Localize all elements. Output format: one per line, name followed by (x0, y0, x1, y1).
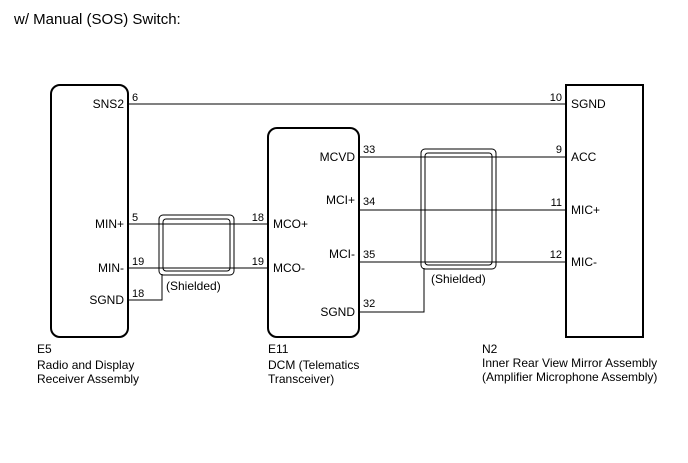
e5-component-code: E5 (37, 342, 52, 356)
e11-pin-sgnd-number: 32 (363, 298, 375, 310)
e11-pin-sgnd-label: SGND (320, 305, 355, 319)
e11-pin-mcvd-label: MCVD (320, 150, 356, 164)
e5-pin-min-minus-label: MIN- (98, 261, 124, 275)
n2-component-name-line1: Inner Rear View Mirror Assembly (482, 356, 657, 370)
right-shield-note: (Shielded) (431, 272, 486, 286)
wire-e5-sgnd-shield-drain (128, 274, 163, 301)
e11-pin-mci-plus-number: 34 (363, 196, 375, 208)
n2-connector-box (565, 84, 644, 338)
n2-pin-acc-number: 9 (556, 144, 562, 156)
e5-pin-sns2-number: 6 (132, 92, 138, 104)
e5-component-name-line2: Receiver Assembly (37, 372, 139, 386)
n2-component-name-line2: (Amplifier Microphone Assembly) (482, 370, 657, 384)
e5-pin-min-minus-number: 19 (132, 256, 144, 268)
e11-pin-mci-plus-label: MCI+ (326, 193, 355, 207)
n2-pin-mic-minus-label: MIC- (571, 255, 597, 269)
e5-pin-sgnd-number: 18 (132, 288, 144, 300)
e11-pin-mci-minus-number: 35 (363, 249, 375, 261)
e5-pin-min-plus-label: MIN+ (95, 217, 124, 231)
e11-pin-mcvd-number: 33 (363, 144, 375, 156)
wire-e11-sgnd-shield-drain (359, 268, 425, 313)
e11-pin-mco-minus-number: 19 (252, 256, 264, 268)
n2-pin-mic-minus-number: 12 (550, 249, 562, 261)
e11-connector-box (267, 127, 360, 338)
e11-component-code: E11 (268, 342, 289, 356)
n2-component-code: N2 (482, 342, 498, 356)
n2-pin-acc-label: ACC (571, 150, 597, 164)
e11-component-name-line1: DCM (Telematics (268, 358, 359, 372)
e5-component-name-line1: Radio and Display (37, 358, 134, 372)
right-shield (420, 148, 497, 270)
e11-pin-mco-minus-label: MCO- (273, 261, 305, 275)
e5-pin-min-plus-number: 5 (132, 212, 138, 224)
n2-pin-mic-plus-label: MIC+ (571, 203, 600, 217)
e11-pin-mco-plus-label: MCO+ (273, 217, 308, 231)
e5-pin-sgnd-label: SGND (89, 293, 124, 307)
left-shield (158, 214, 235, 276)
n2-pin-sgnd-number: 10 (550, 92, 562, 104)
diagram-heading: w/ Manual (SOS) Switch: (13, 11, 181, 28)
e11-component-name-line2: Transceiver) (268, 372, 334, 386)
left-shield-note: (Shielded) (166, 279, 221, 293)
e11-pin-mci-minus-label: MCI- (329, 247, 355, 261)
e5-connector-box (50, 84, 129, 338)
e11-pin-mco-plus-number: 18 (252, 212, 264, 224)
e5-pin-sns2-label: SNS2 (93, 97, 125, 111)
n2-pin-sgnd-label: SGND (571, 97, 606, 111)
n2-pin-mic-plus-number: 11 (551, 197, 562, 209)
